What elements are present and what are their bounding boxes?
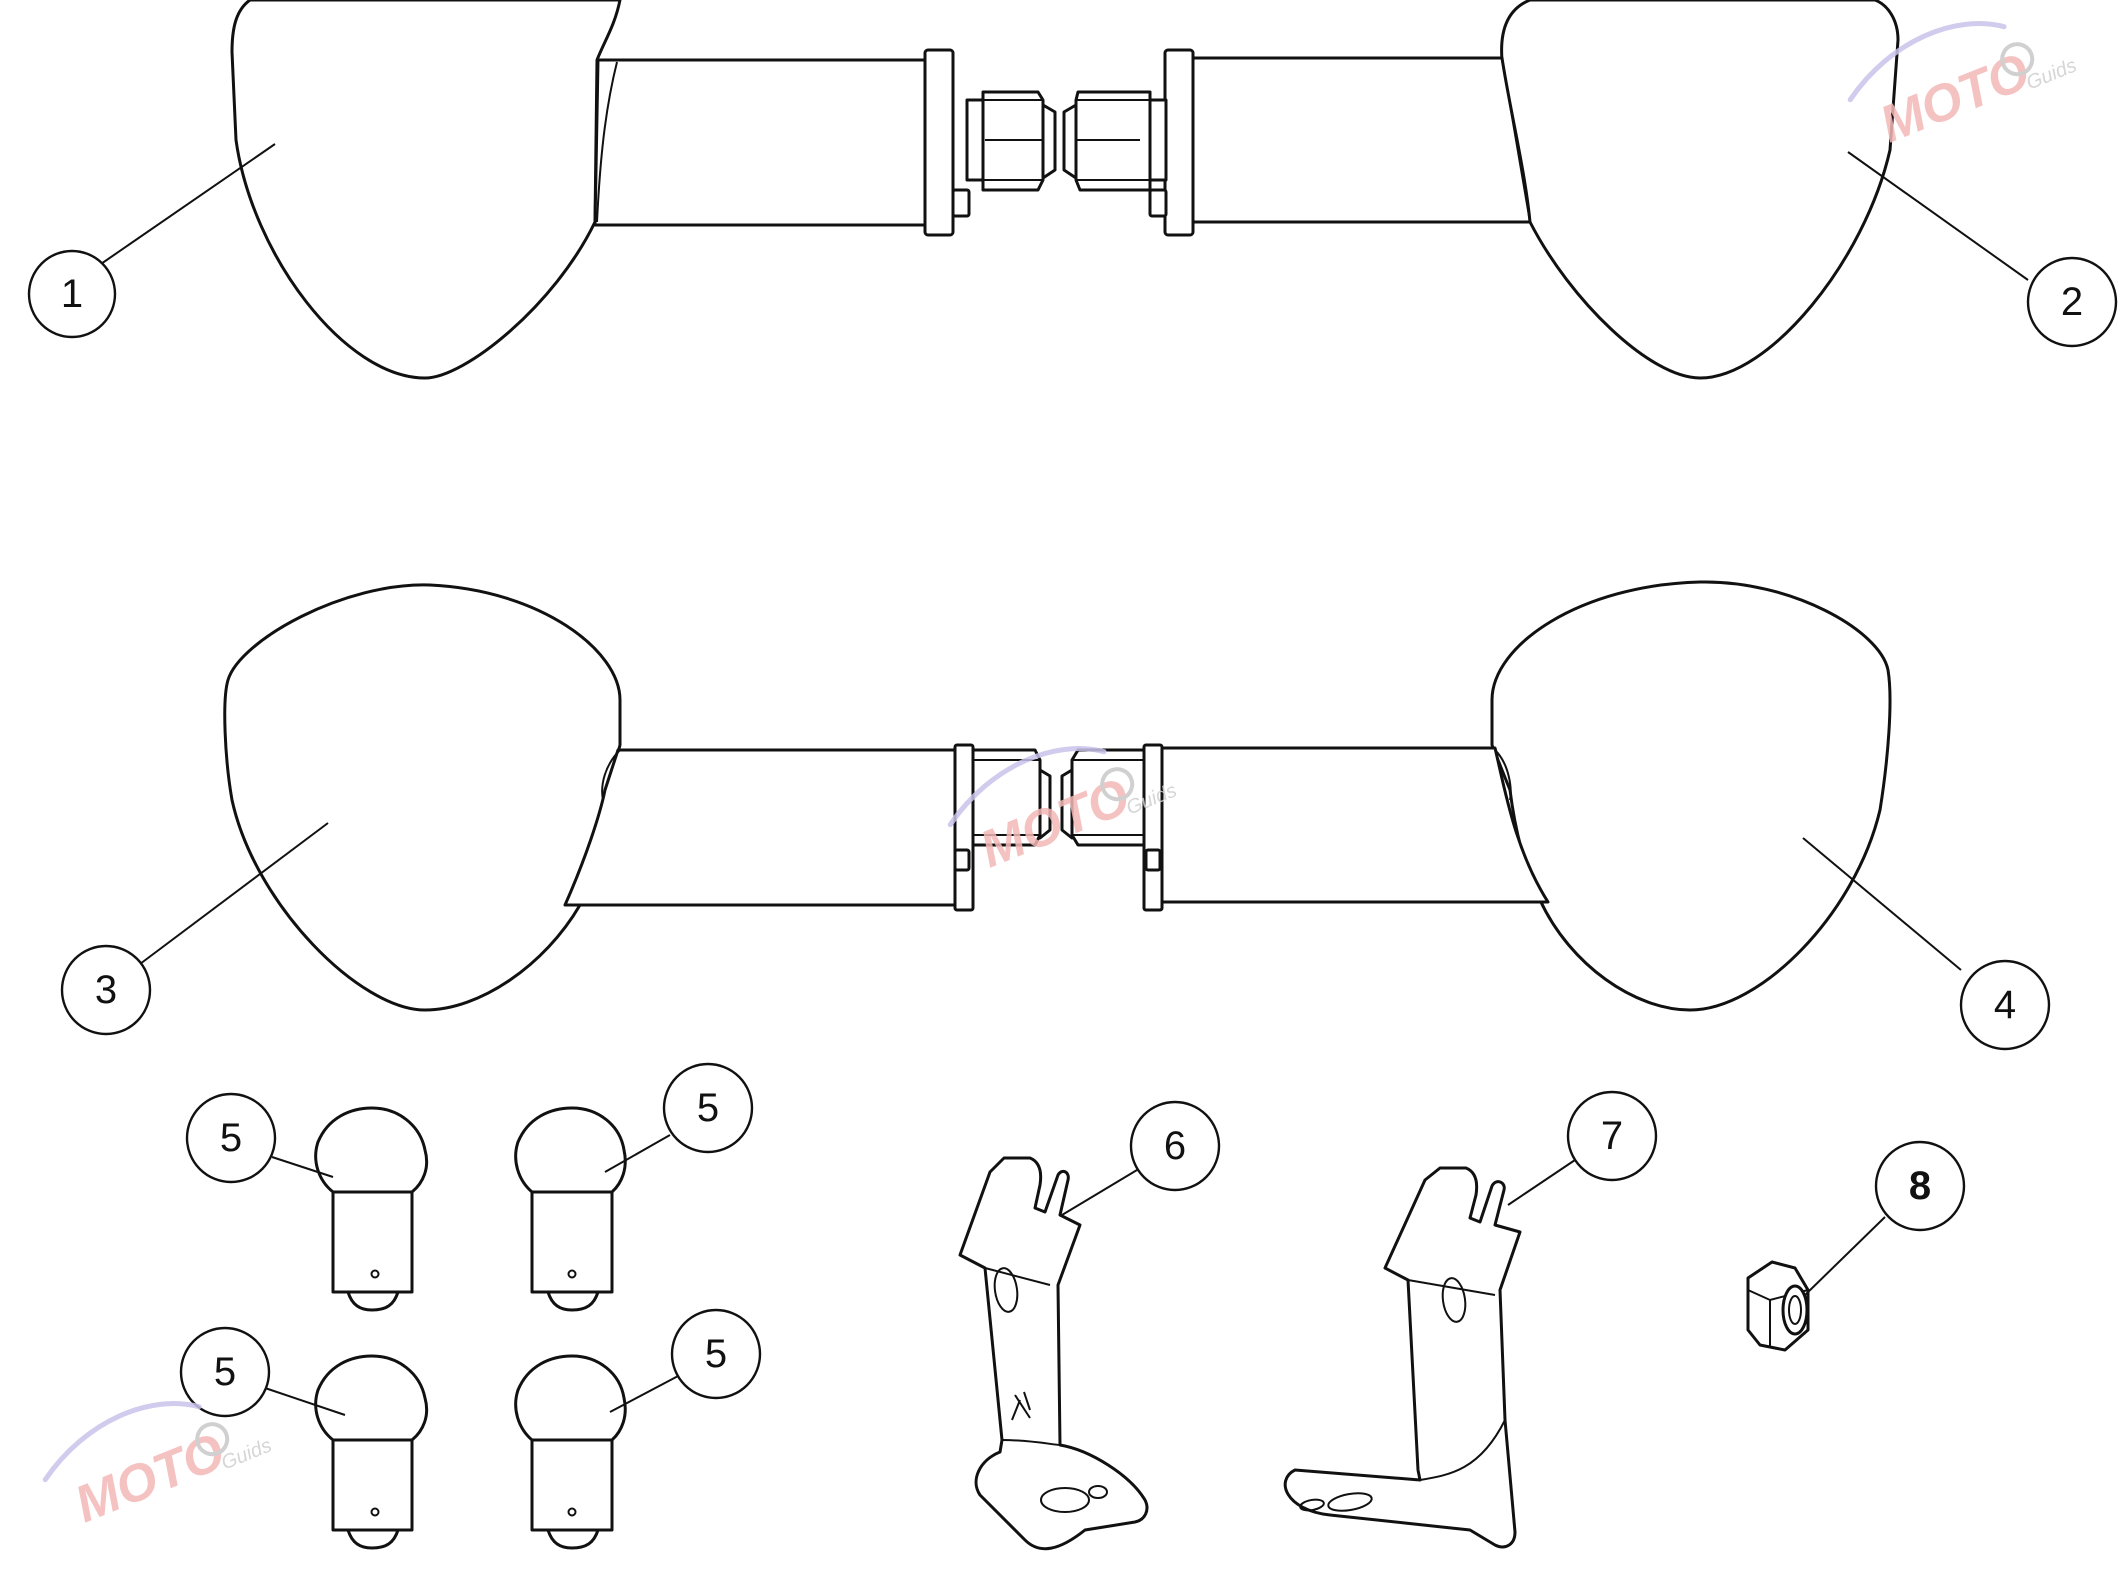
callout-5b: 5 <box>662 1062 754 1154</box>
indicator-2-flange <box>1163 48 1195 237</box>
indicator-2 <box>1062 0 1900 380</box>
callout-4-label: 4 <box>1994 983 2016 1027</box>
callout-5a: 5 <box>185 1092 277 1184</box>
callout-7: 7 <box>1566 1090 1658 1182</box>
callout-8-label: 8 <box>1909 1164 1931 1208</box>
indicator-3-flange <box>953 743 975 912</box>
callout-6-label: 6 <box>1164 1124 1186 1168</box>
callout-5d: 5 <box>670 1308 762 1400</box>
bulb-3 <box>314 1354 429 1550</box>
callout-4: 4 <box>1959 959 2051 1051</box>
indicator-1-lens <box>230 0 622 380</box>
gear-icon <box>2000 42 2035 77</box>
indicator-4 <box>1060 580 1892 1012</box>
indicator-1 <box>230 0 1057 380</box>
indicator-1-flange <box>923 48 955 237</box>
indicator-3-lens <box>223 583 622 1012</box>
indicator-2-stem <box>1190 56 1532 224</box>
indicator-3 <box>223 583 1052 1012</box>
callout-3-label: 3 <box>95 968 117 1012</box>
gear-icon <box>1100 767 1135 802</box>
callout-8: 8 <box>1874 1140 1966 1232</box>
bulb-2 <box>514 1106 627 1312</box>
callout-2: 2 <box>2026 256 2118 348</box>
bracket-6 <box>958 1156 1149 1551</box>
leader-lines <box>97 143 2029 1416</box>
callout-5b-label: 5 <box>697 1086 719 1130</box>
bulb-1 <box>314 1106 429 1312</box>
watermark-logo: MOTO <box>67 1422 232 1534</box>
callout-6: 6 <box>1129 1100 1221 1192</box>
bulb-4 <box>514 1354 627 1550</box>
indicator-4-stem <box>1160 746 1550 904</box>
callout-5c-label: 5 <box>214 1350 236 1394</box>
callout-1: 1 <box>27 249 117 339</box>
gear-icon <box>195 1422 230 1457</box>
callout-1-label: 1 <box>61 272 83 316</box>
indicator-2-nut <box>1148 98 1168 182</box>
indicator-2-lens <box>1500 0 1900 380</box>
indicator-1-nut <box>965 98 985 182</box>
callout-5a-label: 5 <box>220 1116 242 1160</box>
indicator-1-stem <box>593 58 927 227</box>
indicator-4-lens <box>1490 580 1892 1012</box>
callout-5c: 5 <box>179 1326 271 1418</box>
indicator-4-flange <box>1142 743 1164 912</box>
callout-3: 3 <box>60 944 152 1036</box>
bracket-7 <box>1283 1166 1522 1549</box>
indicator-3-stem <box>563 748 957 907</box>
lock-nut-8 <box>1746 1260 1810 1352</box>
callout-5d-label: 5 <box>705 1332 727 1376</box>
callout-2-label: 2 <box>2061 280 2083 324</box>
callout-7-label: 7 <box>1601 1114 1623 1158</box>
